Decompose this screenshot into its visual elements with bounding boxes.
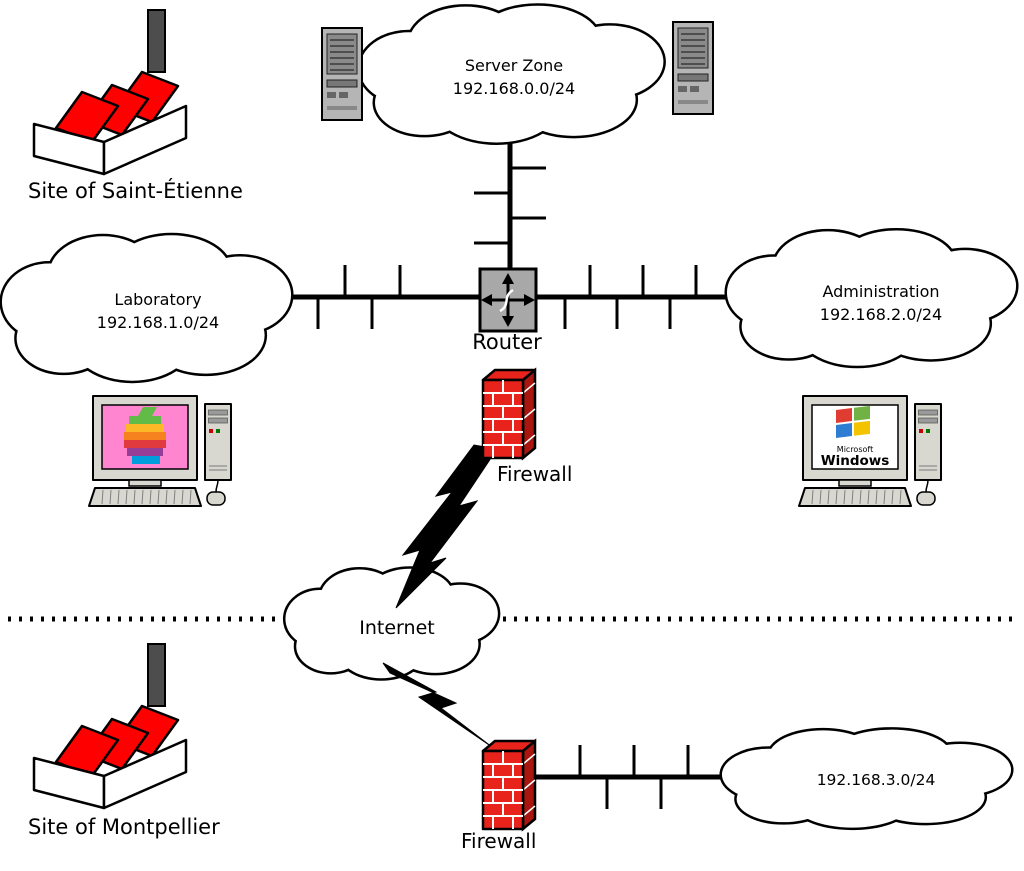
- windows-flag-logo-icon: Microsoft Windows: [821, 405, 890, 469]
- server-zone-subnet: 192.168.0.0/24: [453, 79, 575, 98]
- laboratory-subnet: 192.168.1.0/24: [97, 313, 219, 332]
- administration-label: Administration: [822, 282, 939, 301]
- server-zone-bus: [474, 140, 546, 269]
- apple-rainbow-logo-icon: [124, 407, 166, 464]
- internet-label: Internet: [359, 617, 434, 639]
- site-saint-etienne-label: Site of Saint-Étienne: [28, 178, 243, 203]
- laboratory-label: Laboratory: [114, 290, 201, 309]
- router-squiggle: [499, 288, 514, 313]
- branch-ethernet-bus: [533, 745, 724, 809]
- lightning-bolt-icon-branch: [382, 662, 493, 748]
- firewall-branch-label: Firewall: [461, 829, 536, 853]
- administration-subnet: 192.168.2.0/24: [820, 305, 942, 324]
- mac-workstation-icon: [88, 395, 232, 507]
- windows-os-text: Windows: [821, 453, 890, 469]
- bus-taps: [316, 265, 698, 329]
- firewall-icon-hq: [481, 368, 537, 460]
- site-montpellier-label: Site of Montpellier: [28, 815, 220, 839]
- montpellier-lan-subnet: 192.168.3.0/24: [817, 771, 936, 789]
- bus-taps: [474, 166, 546, 245]
- factory-icon-montpellier: [32, 642, 188, 810]
- windows-vendor-text: Microsoft: [837, 445, 873, 454]
- router-arrows: [488, 280, 528, 320]
- factory-icon-saint-etienne: [32, 8, 188, 176]
- firewall-icon-branch: [481, 739, 537, 831]
- bus-taps: [578, 745, 690, 809]
- lightning-bolt-icon-hq: [395, 444, 498, 609]
- server-zone-label: Server Zone: [465, 56, 563, 75]
- firewall-hq-label: Firewall: [497, 462, 572, 486]
- router-label: Router: [472, 330, 542, 354]
- server-tower-icon-right: [672, 21, 714, 115]
- windows-workstation-icon: Microsoft Windows: [798, 395, 942, 507]
- server-tower-icon-left: [321, 27, 363, 121]
- router-icon: [478, 267, 538, 333]
